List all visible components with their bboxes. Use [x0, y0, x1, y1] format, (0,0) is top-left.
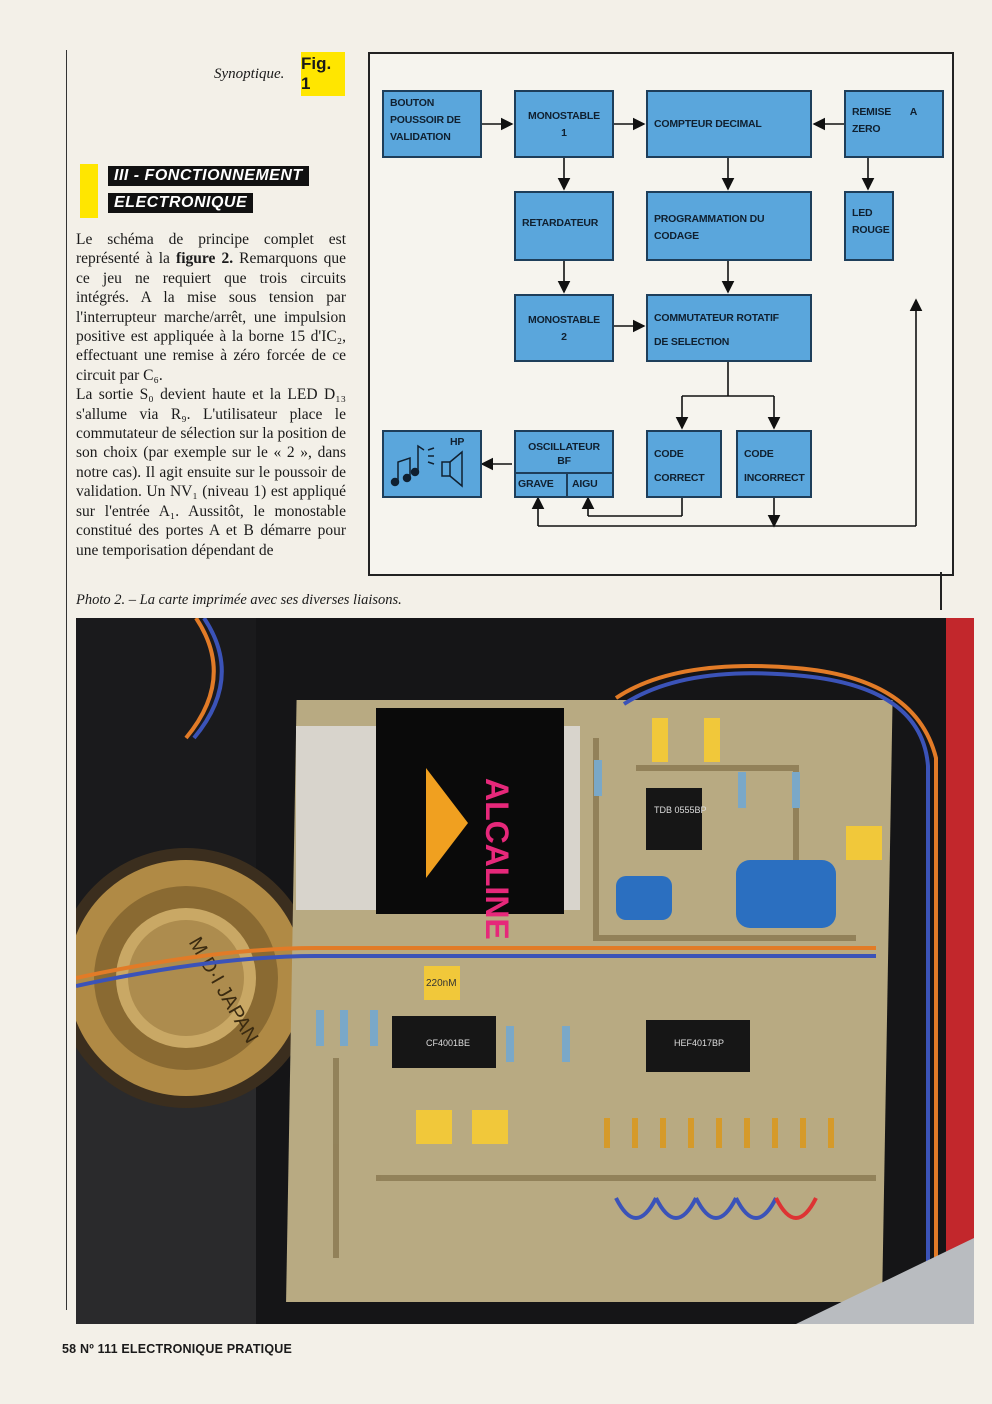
- grave-label: GRAVE: [518, 478, 554, 490]
- block-haut-parleur: HP: [382, 430, 482, 498]
- block-bouton-poussoir: BOUTON POUSSOIR DE VALIDATION: [382, 90, 482, 158]
- block-commutateur-rotatif: COMMUTATEUR ROTATIF DE SELECTION: [646, 294, 812, 362]
- pcb-illustration: M·D·I JAPAN ALCALINE TDB 0555BP CF4001BE…: [76, 618, 974, 1324]
- block-remise-a-zero: REMISE A ZERO: [844, 90, 944, 158]
- section-marker: [80, 164, 98, 218]
- block-diagram: BOUTON POUSSOIR DE VALIDATION MONOSTABLE…: [368, 52, 954, 576]
- page-footer: 58 Nº 111 ELECTRONIQUE PRATIQUE: [62, 1342, 293, 1356]
- ic-555-label: TDB 0555BP: [654, 805, 707, 815]
- article-body: Le schéma de principe complet est représ…: [76, 230, 346, 560]
- speaker-icon: [76, 848, 316, 1108]
- block-oscillateur-bf: OSCILLATEUR BF GRAVE AIGU: [514, 430, 614, 498]
- aigu-label: AIGU: [572, 478, 598, 490]
- ic-4017-label: HEF4017BP: [674, 1038, 724, 1048]
- cap-label: 220nM: [426, 978, 457, 989]
- section-heading-line2: ELECTRONIQUE: [108, 193, 254, 213]
- left-column-rule: [66, 50, 67, 1310]
- diagram-connections: [480, 117, 923, 528]
- paragraph-2: La sortie S₀ devient haute et la LED D₁₃…: [76, 386, 346, 559]
- paragraph-1: Le schéma de principe complet est représ…: [76, 231, 346, 384]
- block-code-incorrect: CODE INCORRECT: [736, 430, 812, 498]
- block-monostable-1: MONOSTABLE 1: [514, 90, 614, 158]
- battery-label: ALCALINE: [479, 778, 515, 940]
- block-retardateur: RETARDATEUR: [514, 191, 614, 261]
- photo-caption: Photo 2. – La carte imprimée avec ses di…: [76, 592, 402, 608]
- speaker-music-icon: [390, 444, 463, 488]
- pcb-photo: M·D·I JAPAN ALCALINE TDB 0555BP CF4001BE…: [76, 618, 974, 1324]
- figure-caption: Synoptique.: [214, 66, 285, 82]
- block-code-correct: CODE CORRECT: [646, 430, 722, 498]
- ic-4001-label: CF4001BE: [426, 1038, 470, 1048]
- block-led-rouge: LED ROUGE: [844, 191, 894, 261]
- diagram-tail-line: [940, 572, 942, 610]
- block-compteur-decimal: COMPTEUR DECIMAL: [646, 90, 812, 158]
- figure-tag: Fig. 1: [301, 52, 345, 96]
- block-programmation-codage: PROGRAMMATION DU CODAGE: [646, 191, 812, 261]
- block-monostable-2: MONOSTABLE 2: [514, 294, 614, 362]
- section-heading-line1: III - FONCTIONNEMENT: [108, 166, 309, 186]
